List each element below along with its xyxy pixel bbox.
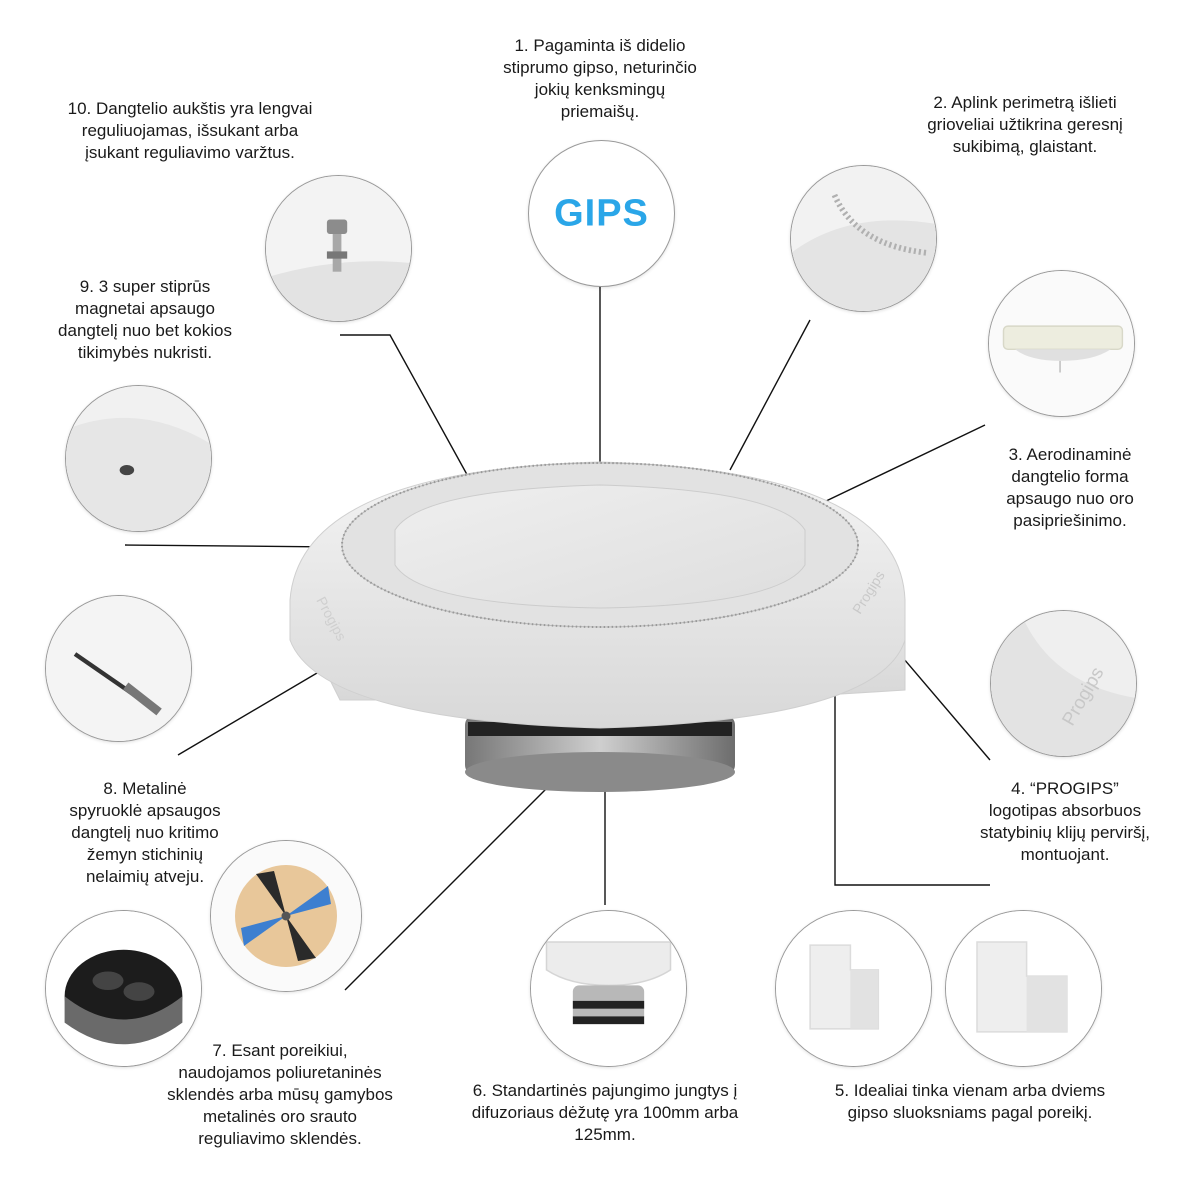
detail-circle-screw: [265, 175, 412, 322]
detail-circle-layer-one: [775, 910, 932, 1067]
detail-circle-spring: [45, 595, 192, 742]
connector-line-5: [834, 668, 990, 886]
detail-circle-grooves: [790, 165, 937, 312]
detail-circle-aerodynamic: [988, 270, 1135, 417]
connector-line-7: [344, 779, 556, 991]
detail-circle-damper-metal: [210, 840, 362, 992]
detail-circle-damper-foam: [45, 910, 202, 1067]
detail-circle-logo: Progips: [990, 610, 1137, 757]
detail-circle-gips: GIPS: [528, 140, 675, 287]
callout-7-text: 7. Esant poreikiui,naudojamos poliuretan…: [167, 1041, 393, 1148]
detail-circle-connector: [530, 910, 687, 1067]
connector-line-2: [729, 319, 811, 471]
detail-circle-layer-two: [945, 910, 1102, 1067]
detail-circle-magnet: [65, 385, 212, 532]
connector-line-9: [340, 334, 471, 481]
gips-icon: GIPS: [554, 192, 649, 234]
